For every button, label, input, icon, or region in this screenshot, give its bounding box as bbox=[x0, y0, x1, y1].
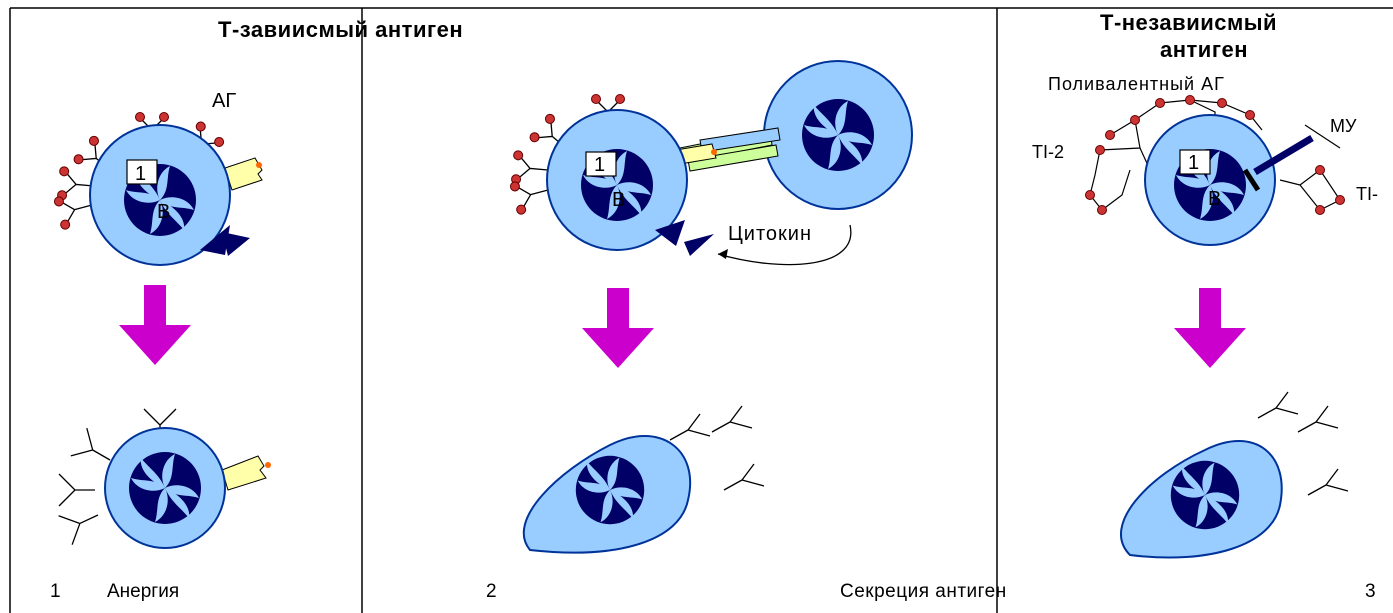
panel-3-plasma-cell bbox=[1121, 392, 1348, 558]
box-number-1a: 1 bbox=[135, 163, 146, 185]
panel-2-top-cells bbox=[509, 61, 912, 265]
title-t-independent-line1: Т-незавиисмый bbox=[1100, 10, 1277, 35]
panel-1-top-b-cell bbox=[53, 113, 262, 266]
b-cell-label-2: В bbox=[612, 189, 625, 211]
b-cell-label-3: В bbox=[1208, 188, 1221, 210]
panel-2-arrow bbox=[582, 288, 654, 368]
title-t-dependent: Т-завиисмый антиген bbox=[218, 17, 463, 42]
ti1-label: TI- bbox=[1356, 184, 1378, 204]
cytokine-label: Цитокин bbox=[728, 223, 812, 245]
panel-2-plasma-cell bbox=[524, 406, 764, 553]
caption-number-1: 1 bbox=[50, 581, 61, 602]
mu-label: МУ bbox=[1330, 116, 1357, 136]
ag-label: АГ bbox=[212, 90, 236, 112]
ti2-label: TI-2 bbox=[1032, 142, 1064, 162]
caption-number-2: 2 bbox=[486, 581, 497, 602]
panel-1-bottom-b-cell bbox=[59, 409, 271, 548]
panel-3-arrow bbox=[1174, 288, 1246, 368]
caption-anergy: Анергия bbox=[107, 581, 179, 602]
title-t-independent-line2: антиген bbox=[1160, 37, 1248, 62]
b-cell-label-1: В bbox=[157, 201, 170, 223]
caption-number-3: 3 bbox=[1365, 581, 1376, 602]
caption-secretion: Секреция антиген bbox=[840, 581, 1007, 602]
panel-1-arrow bbox=[119, 285, 191, 365]
box-number-2: 1 bbox=[594, 154, 605, 176]
panel-3-top-b-cell bbox=[1086, 96, 1345, 246]
polyvalent-label: Поливалентный АГ bbox=[1048, 74, 1225, 94]
box-number-3: 1 bbox=[1188, 152, 1199, 174]
